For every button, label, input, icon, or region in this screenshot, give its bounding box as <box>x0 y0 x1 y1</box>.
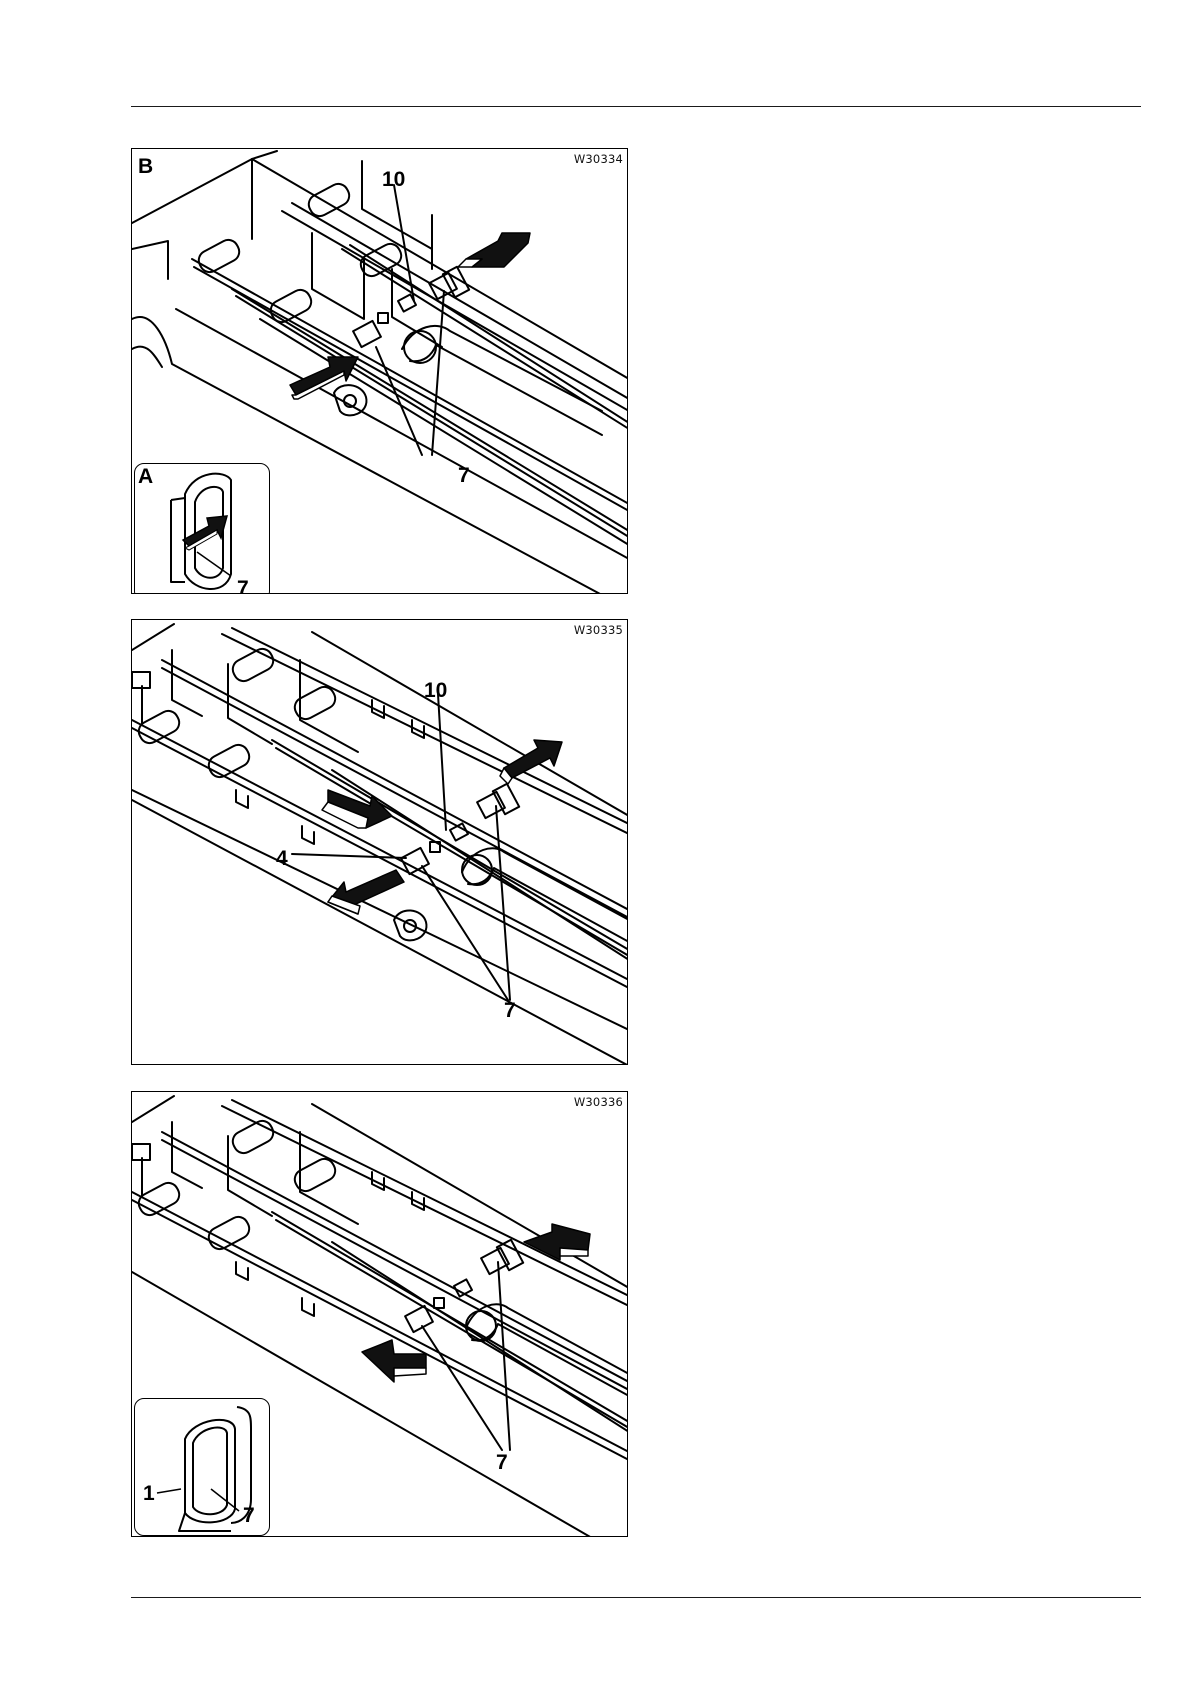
header-rule <box>131 106 1141 107</box>
figure-w30335: W30335 10 4 7 <box>131 619 628 1065</box>
figure-id-label: W30336 <box>574 1095 623 1109</box>
callout-7: 7 <box>458 465 470 486</box>
callout-10: 10 <box>424 680 447 701</box>
figure-w30336: W30336 7 1 7 <box>131 1091 628 1537</box>
inset-drawing-a <box>135 464 270 594</box>
callout-10: 10 <box>382 169 405 190</box>
figure-w30334: W30334 B 10 7 A 7 <box>131 148 628 594</box>
figure-id-label: W30335 <box>574 623 623 637</box>
footer-rule <box>131 1597 1141 1598</box>
callout-4: 4 <box>276 848 288 869</box>
inset-callout-7: 7 <box>243 1505 255 1526</box>
boom-drawing-step-2 <box>132 620 628 1065</box>
inset-detail-a: A 7 <box>134 463 270 594</box>
inset-view-label-a: A <box>138 465 153 489</box>
inset-callout-7: 7 <box>237 578 249 594</box>
inset-detail-pin: 1 7 <box>134 1398 270 1536</box>
callout-7: 7 <box>504 1000 516 1021</box>
view-label-b: B <box>138 155 153 179</box>
callout-7: 7 <box>496 1452 508 1473</box>
inset-callout-1: 1 <box>143 1483 155 1504</box>
figure-id-label: W30334 <box>574 152 623 166</box>
